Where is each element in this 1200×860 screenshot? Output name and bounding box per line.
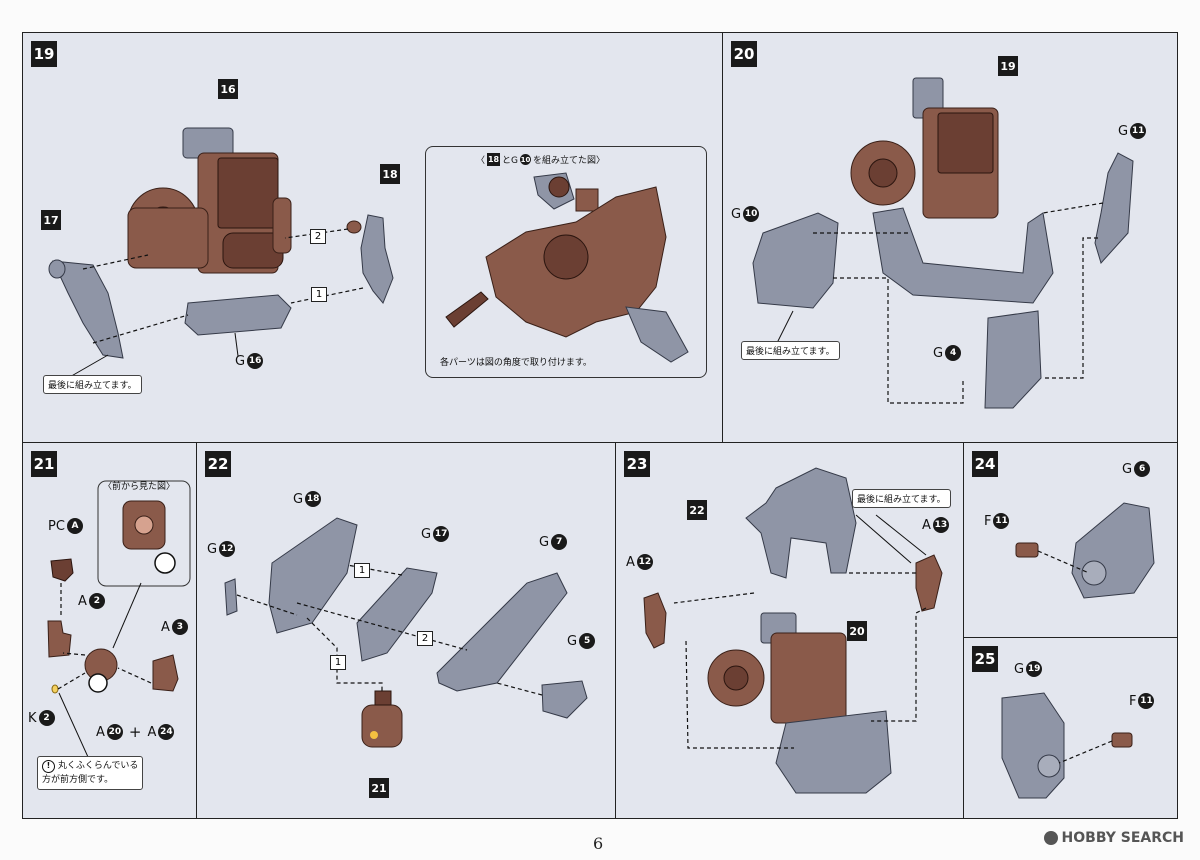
watermark: HOBBY SEARCH (1043, 830, 1184, 846)
part-21-label: 21 (369, 778, 389, 798)
step-number: 24 (972, 451, 998, 477)
part-17-label: 17 (41, 210, 61, 230)
part-19-label: 19 (998, 56, 1018, 76)
page-number: 6 (593, 834, 604, 853)
step-20-illustration (752, 77, 1134, 409)
part-16-label: 16 (218, 79, 238, 99)
step-number: 22 (205, 451, 231, 477)
front-view-title: 〈前から見た図〉 (103, 482, 176, 492)
front-side-note: ! 丸くふくらんでいる 方が前方側です。 (37, 756, 144, 790)
part-20-label: 20 (847, 621, 867, 641)
sequence-1b: 1 (330, 655, 346, 670)
step-22-illustration (224, 517, 588, 748)
part-18-label: 18 (380, 164, 400, 184)
inset-caption: 各パーツは図の角度で取り付けます。 (440, 358, 592, 368)
inset-illustration (445, 172, 689, 363)
step-number: 20 (731, 41, 757, 67)
step-24-illustration (1015, 502, 1155, 599)
sequence-1: 1 (311, 287, 327, 302)
sequence-2: 2 (310, 229, 326, 244)
step-number: 19 (31, 41, 57, 67)
sequence-1: 1 (354, 563, 370, 578)
watermark-logo-icon (1043, 831, 1058, 845)
sequence-2: 2 (417, 631, 433, 646)
part-22-label: 22 (687, 500, 707, 520)
step-19-illustration (48, 127, 394, 379)
assemble-last-note: 最後に組み立てます。 (852, 489, 951, 508)
step-number: 25 (972, 646, 998, 672)
step-number: 23 (624, 451, 650, 477)
assemble-last-note: 最後に組み立てます。 (741, 341, 840, 360)
assemble-last-note: 最後に組み立てます。 (43, 375, 142, 394)
step-23-illustration (643, 467, 943, 794)
step-25-illustration (1001, 692, 1133, 799)
step-21-illustration (47, 480, 191, 769)
step-number: 21 (31, 451, 57, 477)
